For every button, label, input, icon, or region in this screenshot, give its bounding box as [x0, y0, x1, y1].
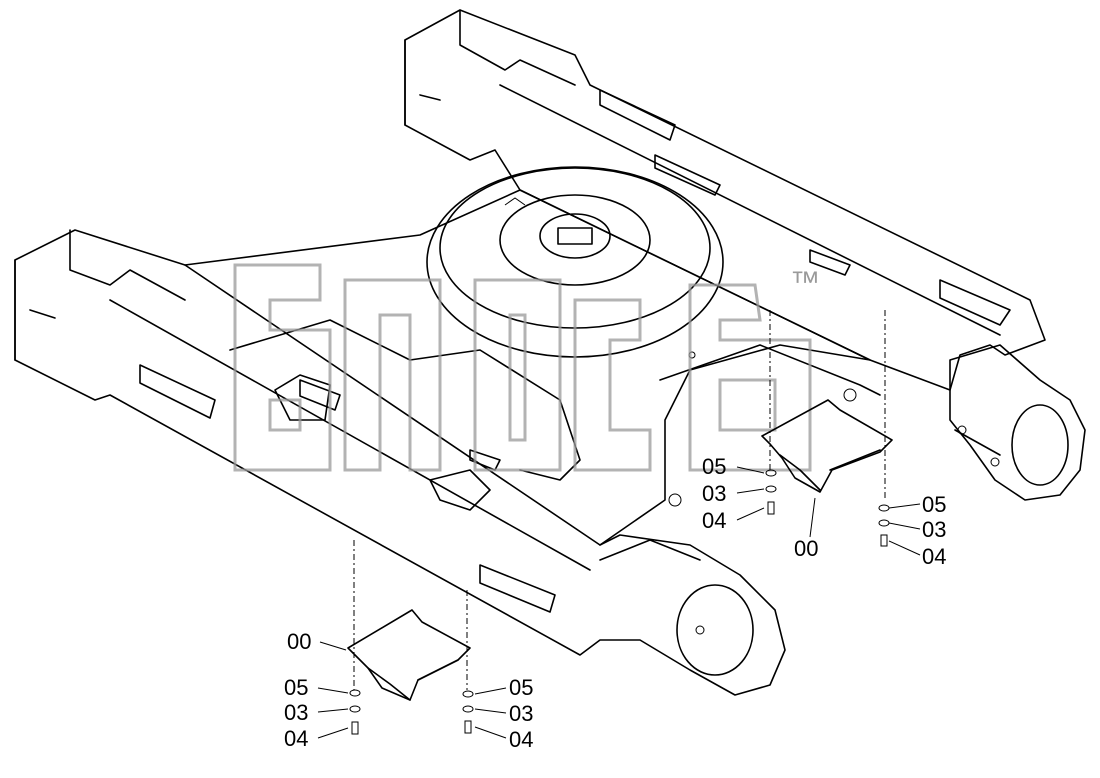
- callout-labels: 05 03 04 00 05 03 04 00 05 03 04 05 03 0…: [284, 454, 946, 752]
- label-washer-03-left: 03: [284, 700, 308, 725]
- label-bolt-04-right: 04: [702, 508, 726, 533]
- label-bolt-04-right-outer: 04: [922, 544, 946, 569]
- label-washer-05-right: 05: [702, 454, 726, 479]
- label-bolt-04-left: 04: [284, 726, 308, 751]
- label-bracket-00-left: 00: [287, 629, 311, 654]
- label-washer-03-left-outer: 03: [509, 701, 533, 726]
- right-bracket-assembly: [736, 310, 921, 556]
- label-washer-03-right-outer: 03: [922, 517, 946, 542]
- label-washer-05-right-outer: 05: [922, 492, 946, 517]
- label-washer-05-left: 05: [284, 675, 308, 700]
- undercarriage-frame: [14, 9, 1086, 696]
- trademark-symbol: ™: [790, 266, 820, 299]
- label-bracket-00-right: 00: [794, 536, 818, 561]
- watermark: ™: [233, 263, 820, 472]
- label-bolt-04-left-outer: 04: [509, 727, 533, 752]
- left-bracket-assembly: [317, 540, 507, 739]
- label-washer-05-left-outer: 05: [509, 675, 533, 700]
- label-washer-03-right: 03: [702, 481, 726, 506]
